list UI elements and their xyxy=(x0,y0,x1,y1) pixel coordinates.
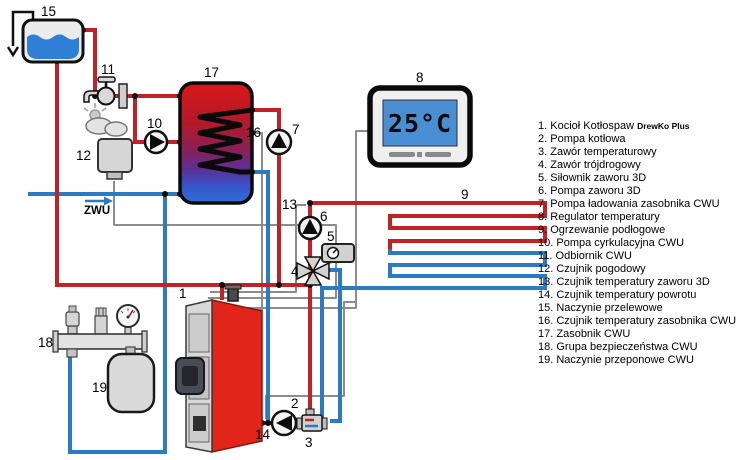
label-3: 3 xyxy=(305,435,313,450)
regulator-display: 25°C xyxy=(367,85,473,168)
cloud-icon xyxy=(85,117,128,137)
legend-item: 7. Pompa ładowania zasobnika CWU xyxy=(538,198,720,210)
legend-item: 16. Czujnik temperatury zasobnika CWU xyxy=(538,315,737,327)
tap-cwu xyxy=(83,76,128,109)
component-labels: 15 11 12 10 17 16 7 8 13 6 5 4 9 1 2 3 1… xyxy=(38,4,469,450)
label-2: 2 xyxy=(291,396,299,411)
pump-arrow xyxy=(150,134,165,150)
boiler xyxy=(175,284,263,453)
wire-sensor-13 xyxy=(210,204,306,293)
label-10: 10 xyxy=(147,116,162,131)
legend-item: 13. Czujnik temperatury zaworu 3D xyxy=(538,276,710,288)
heat-exchanger-coil xyxy=(197,107,253,175)
boiler-vent xyxy=(193,416,206,431)
pipe-coil-return xyxy=(252,170,270,423)
valve-3d-pump xyxy=(297,215,323,241)
legend-item: 1. Kocioł Kotłospaw DrewKo Plus xyxy=(538,120,690,132)
pipe-overflow-tank xyxy=(83,28,97,96)
label-6: 6 xyxy=(320,209,328,224)
legend-item: 12. Czujnik pogodowy xyxy=(538,263,646,275)
wire-sensor-12 xyxy=(113,181,337,299)
legend-item: 11. Odbiornik CWU xyxy=(538,250,632,262)
label-9: 9 xyxy=(461,187,469,202)
zwu-flow-arrow xyxy=(85,196,113,206)
pipe-safety-branch xyxy=(68,194,167,454)
tap-body xyxy=(96,86,116,106)
legend-list: 1. Kocioł Kotłospaw DrewKo Plus 2. Pompa… xyxy=(538,120,750,367)
valve-actuator-3d xyxy=(321,243,355,263)
safety-group-cwu xyxy=(52,304,148,358)
sun-icon xyxy=(83,103,107,121)
label-4: 4 xyxy=(291,264,299,279)
sensor-housing xyxy=(97,138,133,173)
pipe-floor-supply xyxy=(310,201,547,249)
regulator-screen xyxy=(382,99,458,147)
pipe-valve-mix xyxy=(325,268,342,423)
wire-regulator xyxy=(206,130,370,309)
legend-item: 4. Zawór trójdrogowy xyxy=(538,159,641,171)
diaphragm-vessel-cwu xyxy=(106,352,156,414)
tap-spout xyxy=(83,90,99,103)
legend-item: 15. Naczynie przelewowe xyxy=(538,302,663,314)
label-15: 15 xyxy=(41,4,56,19)
overflow-tank xyxy=(6,10,85,64)
regulator-buttons xyxy=(389,152,451,157)
label-1: 1 xyxy=(179,286,187,301)
legend-item: 6. Pompa zaworu 3D xyxy=(538,185,641,197)
label-16: 16 xyxy=(246,125,261,140)
label-14: 14 xyxy=(255,427,271,442)
legend: 1. Kocioł Kotłospaw DrewKo Plus 2. Pompa… xyxy=(538,120,750,367)
legend-item: 18. Grupa bezpieczeństwa CWU xyxy=(538,341,698,353)
overflow-pipe xyxy=(11,10,35,46)
label-zwu: ZWU xyxy=(84,205,110,217)
circulation-pump-cwu xyxy=(143,129,169,155)
label-5: 5 xyxy=(327,229,335,244)
pipe-coil-supply xyxy=(252,108,281,285)
label-17: 17 xyxy=(204,65,219,80)
tank-water xyxy=(27,34,79,59)
three-way-valve xyxy=(296,256,330,286)
cwu-tank xyxy=(178,81,254,205)
label-7: 7 xyxy=(292,122,300,137)
pump-arrow xyxy=(271,133,287,148)
label-19: 19 xyxy=(92,380,107,395)
boiler-pump xyxy=(270,409,298,437)
legend-item: 5. Siłownik zaworu 3D xyxy=(538,172,647,184)
legend-item: 9. Ogrzewanie podłogowe xyxy=(538,224,666,236)
pump-arrow xyxy=(302,219,318,234)
pressure-gauge xyxy=(116,304,140,328)
pump-arrow xyxy=(276,415,292,431)
legend-item: 10. Pompa cyrkulacyjna CWU xyxy=(538,237,685,249)
weather-sensor xyxy=(83,103,133,180)
legend-item: 19. Naczynie przeponowe CWU xyxy=(538,354,694,366)
label-13: 13 xyxy=(282,197,297,212)
label-18: 18 xyxy=(38,335,53,350)
legend-item: 2. Pompa kotłowa xyxy=(538,133,626,145)
label-8: 8 xyxy=(416,70,424,85)
label-11: 11 xyxy=(101,62,115,77)
legend-item: 14. Czujnik temperatury powrotu xyxy=(538,289,697,301)
temperature-valve xyxy=(296,408,328,432)
pipe-floor-return xyxy=(320,249,547,423)
legend-item: 17. Zasobnik CWU xyxy=(538,328,631,340)
overflow-drain-arrow xyxy=(6,46,20,58)
legend-item: 3. Zawór temperaturowy xyxy=(538,146,657,158)
legend-item: 8. Regulator temperatury xyxy=(538,211,660,223)
label-12: 12 xyxy=(76,148,91,163)
pipes-cold xyxy=(28,170,547,454)
temperature-readout: 25°C xyxy=(388,109,452,138)
loading-pump-cwu xyxy=(265,128,293,156)
